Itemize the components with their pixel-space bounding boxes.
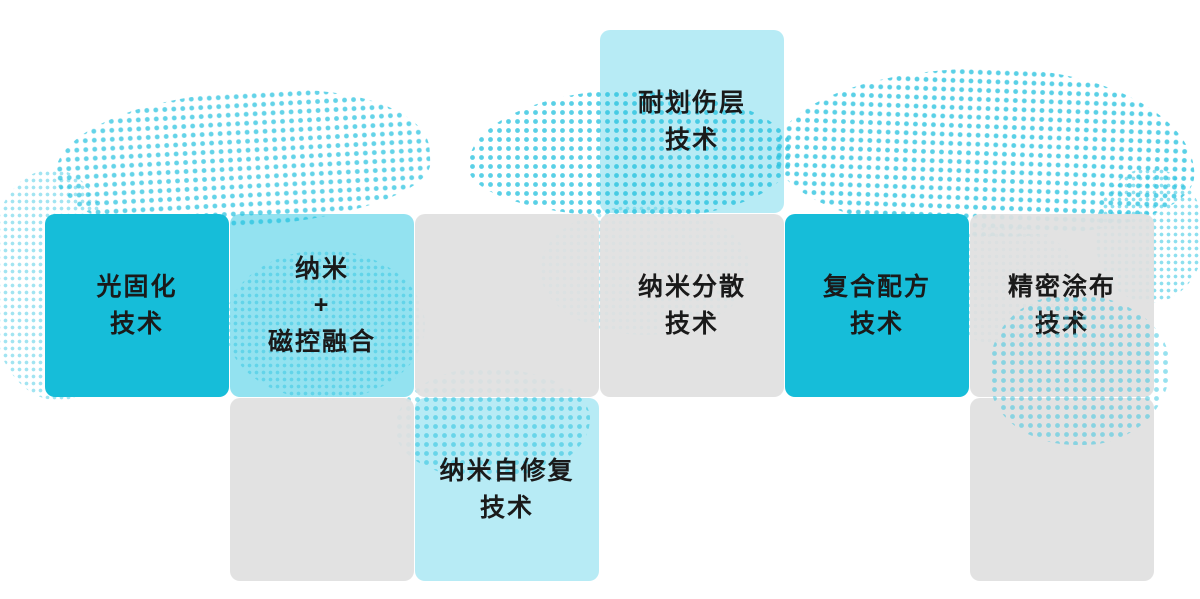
tile-label: 光固化 技术 xyxy=(96,273,178,338)
tile-nano-self-healing-tech: 纳米自修复 技术 xyxy=(415,398,599,581)
tile-scratch-resistant-layer-tech: 耐划伤层 技术 xyxy=(600,30,784,213)
tile-label: 精密涂布 技术 xyxy=(1007,273,1116,338)
tile-label: 纳米 + 磁控融合 xyxy=(267,255,376,356)
tile-label: 复合配方 技术 xyxy=(822,273,931,338)
tile-label: 纳米自修复 技术 xyxy=(439,457,575,522)
tile-composite-formula-tech: 复合配方 技术 xyxy=(785,214,969,397)
tile-blank-bottom-right xyxy=(970,398,1154,581)
tile-nano-dispersion-tech: 纳米分散 技术 xyxy=(600,214,784,397)
tile-nano-magnetron-fusion-tech: 纳米 + 磁控融合 xyxy=(230,214,414,397)
tile-uv-curing-tech: 光固化 技术 xyxy=(45,214,229,397)
tile-precision-coating-tech: 精密涂布 技术 xyxy=(970,214,1154,397)
tile-blank-bottom-left xyxy=(230,398,414,581)
tile-label: 耐划伤层 技术 xyxy=(637,89,746,154)
tile-label: 纳米分散 技术 xyxy=(637,273,746,338)
tile-blank-middle xyxy=(415,214,599,397)
